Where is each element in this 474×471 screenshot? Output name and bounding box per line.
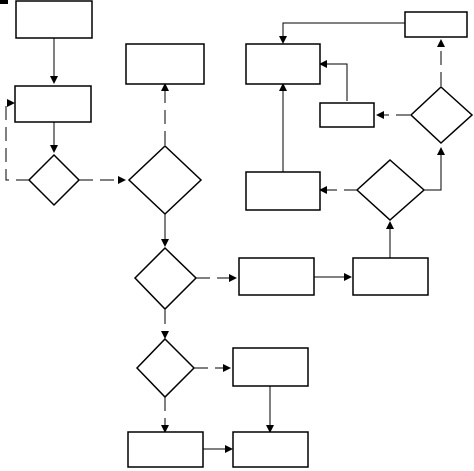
decision-2 bbox=[127, 144, 203, 216]
edge-decision1-loop-back bbox=[5, 99, 30, 181]
decision-right-lower bbox=[355, 158, 426, 222]
decision-right-upper bbox=[409, 85, 474, 145]
edge-far-top-box-to-upper-box bbox=[279, 22, 405, 44]
edge-lower-decision-to-upper-decision bbox=[424, 147, 445, 191]
decision-3 bbox=[133, 246, 198, 311]
box-right-upper bbox=[245, 43, 321, 85]
box-mid-right-a bbox=[238, 257, 315, 296]
box-step-1 bbox=[14, 85, 92, 123]
nodes-layer bbox=[14, 0, 474, 468]
decision-1 bbox=[27, 153, 81, 207]
corner-mark bbox=[0, 0, 8, 4]
box-mid-right-b bbox=[352, 257, 429, 296]
box-bottom-left bbox=[127, 431, 204, 468]
box-far-top-right bbox=[404, 11, 468, 38]
box-bottom-right bbox=[232, 431, 309, 468]
box-top-middle bbox=[125, 43, 205, 85]
box-start bbox=[15, 0, 93, 39]
box-right-lower-left bbox=[245, 171, 321, 211]
box-small-right bbox=[319, 102, 375, 128]
box-mid-left bbox=[232, 347, 309, 387]
edges-layer bbox=[5, 22, 445, 453]
edge-small-box-to-upper-box bbox=[319, 60, 348, 101]
decision-4 bbox=[135, 337, 196, 399]
